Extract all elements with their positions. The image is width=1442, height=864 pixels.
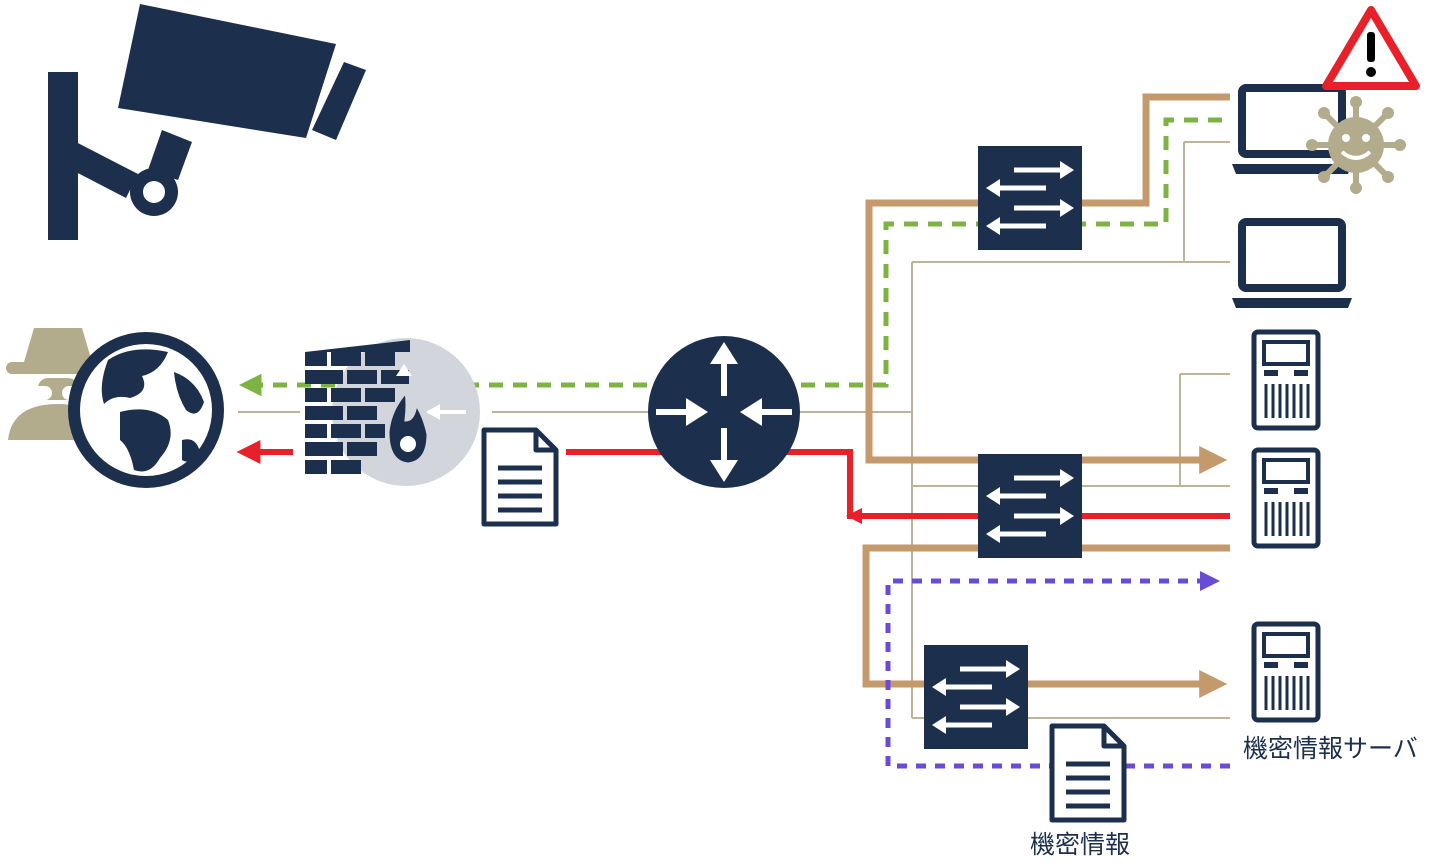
server-icon [1254, 450, 1318, 546]
network-switch-icon [924, 645, 1028, 749]
server-icon [1254, 624, 1318, 720]
server-label: 機密情報サーバ [1243, 734, 1418, 763]
surveillance-camera-icon [48, 4, 366, 240]
firewall-icon [305, 338, 480, 486]
globe-icon [68, 332, 224, 488]
laptop-icon [1232, 222, 1352, 308]
document-label: 機密情報 [1030, 830, 1131, 859]
warning-icon [1322, 6, 1420, 90]
document-icon [484, 430, 556, 524]
network-switch-icon [978, 146, 1082, 250]
virus-icon [1306, 96, 1406, 194]
document-icon [1052, 726, 1124, 820]
router-icon [648, 336, 800, 488]
server-icon [1254, 332, 1318, 428]
network-switch-icon [978, 454, 1082, 558]
spy-icon [6, 328, 112, 440]
